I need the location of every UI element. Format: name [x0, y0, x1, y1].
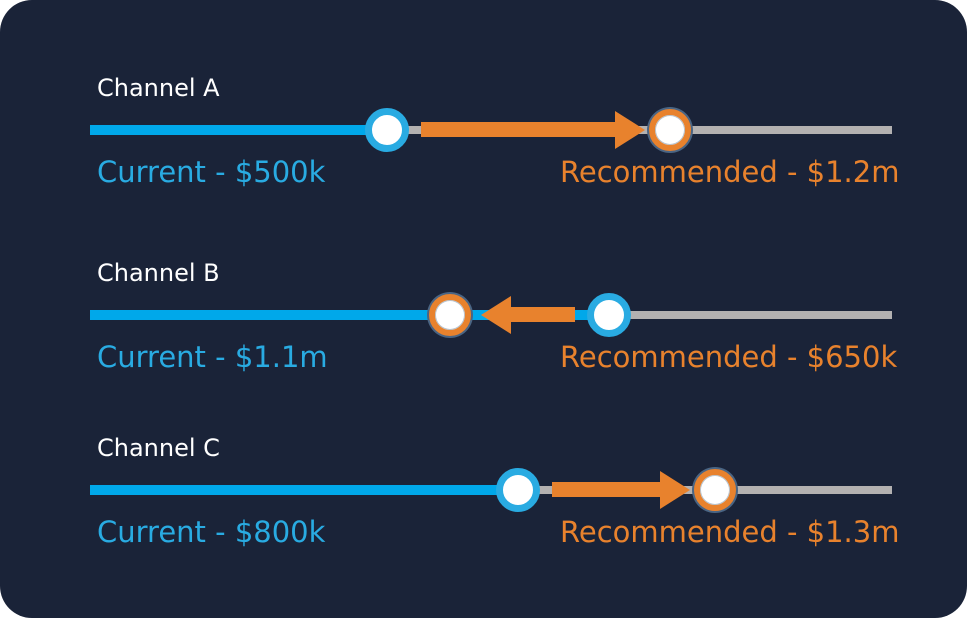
channel-title: Channel A — [97, 74, 220, 102]
channel-title: Channel B — [97, 259, 220, 287]
change-arrow-icon — [552, 482, 661, 497]
slider-track-fill-current — [90, 125, 387, 135]
channel-row: Channel B Current - $1.1m Recommended - … — [0, 245, 967, 395]
recommended-value-label: Recommended - $1.2m — [560, 155, 900, 189]
slider-track-fill-current — [90, 310, 609, 320]
change-arrow-head-icon — [480, 296, 511, 334]
channel-row: Channel A Current - $500k Recommended - … — [0, 60, 967, 210]
change-arrow-icon — [510, 307, 575, 322]
change-arrow-head-icon — [660, 471, 691, 509]
current-value-handle[interactable] — [586, 293, 631, 337]
recommended-value-handle[interactable] — [428, 294, 471, 336]
recommended-value-label: Recommended - $650k — [560, 340, 898, 374]
current-value-label: Current - $800k — [97, 515, 326, 549]
current-value-label: Current - $1.1m — [97, 340, 328, 374]
change-arrow-icon — [420, 122, 616, 137]
current-value-label: Current - $500k — [97, 155, 326, 189]
recommended-value-handle[interactable] — [649, 109, 692, 151]
slider-track-fill-current — [90, 485, 519, 495]
change-arrow-head-icon — [615, 111, 646, 149]
current-value-handle[interactable] — [496, 468, 541, 512]
recommended-value-label: Recommended - $1.3m — [560, 515, 900, 549]
channel-row: Channel C Current - $800k Recommended - … — [0, 420, 967, 570]
current-value-handle[interactable] — [364, 108, 409, 152]
channel-title: Channel C — [97, 434, 220, 462]
recommended-value-handle[interactable] — [694, 469, 737, 511]
